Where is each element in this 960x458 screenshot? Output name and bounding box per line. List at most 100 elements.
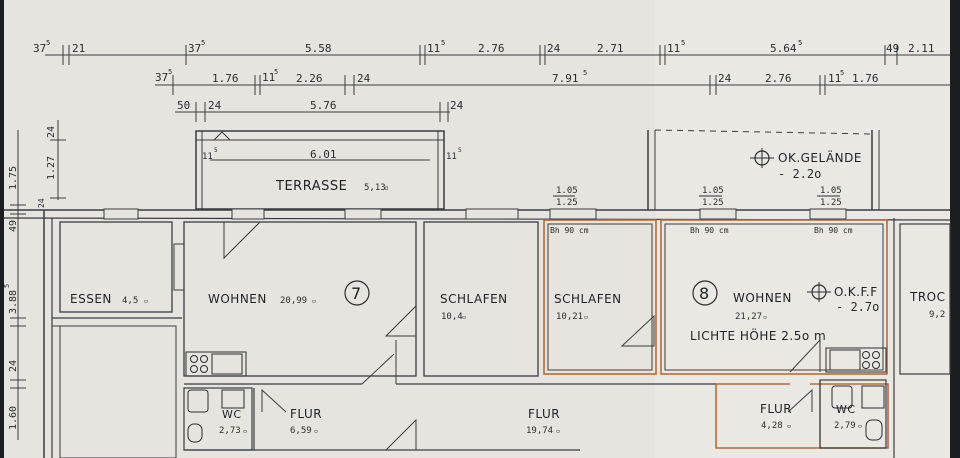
- dim-text: 2.76: [765, 72, 792, 85]
- dim-text: 1.76: [212, 72, 239, 85]
- terrace: 11 5 6.01 11 5 TERRASSE 5,13 ▫: [195, 130, 462, 210]
- dimension-row-3: 50 24 5.76 24: [177, 99, 464, 112]
- dim-text: 3.88: [8, 290, 19, 314]
- room-name-schlafen-7: SCHLAFEN: [440, 292, 508, 306]
- dim-text: 7.91: [552, 72, 579, 85]
- window-dim-bottom: 1.25: [702, 198, 724, 208]
- ground-level-value: - 2.2o: [778, 167, 821, 181]
- terrace-label: TERRASSE: [275, 179, 347, 194]
- dim-text: 24: [357, 72, 371, 85]
- window-sill-height: Bh 90 cm: [814, 226, 853, 235]
- dim-text: 2.76: [478, 42, 505, 55]
- dim-sup: 5: [46, 39, 50, 47]
- dim-text: 24: [718, 72, 732, 85]
- room-name-flur-7a: FLUR: [290, 407, 322, 421]
- terrace-right-dim: 11: [446, 152, 457, 162]
- dim-text: 2.26: [296, 72, 323, 85]
- window-sill-height: Bh 90 cm: [690, 226, 729, 235]
- room-labels: ESSEN 4,5 ▫ WOHNEN 20,99 ▫ SCHLAFEN 10,4…: [70, 290, 946, 436]
- unit-markers: 7 8: [344, 280, 718, 306]
- dim-text: 37: [155, 71, 168, 84]
- area-unit: ▫: [243, 427, 247, 435]
- room-area-flur-7b: 19,74: [526, 426, 553, 436]
- dim-text: 2.71: [597, 42, 624, 55]
- dim-text: 24: [37, 198, 46, 208]
- windows: [103, 208, 847, 220]
- window-dim-top: 1.05: [556, 186, 578, 196]
- dimension-row-2: 37 5 1.76 11 5 2.26 24 7.91 5 24 2.76 11…: [155, 68, 879, 85]
- dim-text: 1.60: [8, 406, 19, 430]
- paper-fold-shade: [655, 0, 950, 458]
- room-area-flur-7a: 6,59: [290, 426, 312, 436]
- window-dim-top: 1.05: [702, 186, 724, 196]
- room-area-schlafen-7: 10,4: [441, 312, 463, 322]
- dim-text: 37: [188, 42, 201, 55]
- room-area-schlafen-8: 10,21: [556, 312, 583, 322]
- dim-text: 11: [667, 42, 680, 55]
- unit-8-walls: [547, 218, 951, 458]
- dim-text: 11: [828, 72, 841, 85]
- room-name-essen: ESSEN: [70, 292, 112, 306]
- area-unit: ▫: [787, 422, 791, 430]
- window-labels: 1.05 1.25 1.05 1.25 1.05 1.25 Bh 90 cm B…: [550, 186, 853, 235]
- room-name-wohnen-7: WOHNEN: [208, 292, 267, 306]
- dim-sup: 5: [168, 68, 172, 76]
- window-dim-top: 1.05: [820, 186, 842, 196]
- ground-level-marker: OK.GELÄNDE - 2.2o: [750, 148, 862, 181]
- area-unit: ▫: [462, 313, 466, 321]
- dim-text: 5.58: [305, 42, 332, 55]
- dim-text: 21: [72, 42, 85, 55]
- toilet-icon: [187, 385, 885, 443]
- room-area-wc-7: 2,73: [219, 426, 241, 436]
- dim-text: 11: [262, 71, 275, 84]
- dim-text: 5.76: [310, 99, 337, 112]
- dim-sup: 5: [201, 39, 205, 47]
- dim-text: 1.76: [852, 72, 879, 85]
- dim-text: 49: [886, 42, 899, 55]
- room-name-wc-8: WC: [836, 403, 856, 416]
- area-unit: ▫: [144, 297, 148, 305]
- room-area-flur-8: 4,28: [761, 421, 783, 431]
- dim-sup: 5: [274, 68, 278, 76]
- dim-text: 50: [177, 99, 190, 112]
- room-name-flur-8: FLUR: [760, 402, 792, 416]
- dim-sup: 5: [798, 39, 802, 47]
- dim-text: 37: [33, 42, 46, 55]
- window-dim-bottom: 1.25: [556, 198, 578, 208]
- room-name-wc-7: WC: [222, 408, 242, 421]
- room-area-troc: 9,2: [929, 310, 945, 320]
- dim-text: 1.27: [46, 156, 57, 180]
- room-name-schlafen-8: SCHLAFEN: [554, 292, 622, 306]
- unit-8-number: 8: [699, 284, 710, 303]
- dim-text: 24: [46, 126, 57, 138]
- dim-text: 5.64: [770, 42, 797, 55]
- dimension-lines: [10, 45, 950, 440]
- dimension-left: 24 1.27 1.75 24 49 3.88 5 24 1.60: [3, 126, 57, 430]
- dim-text: 24: [450, 99, 464, 112]
- dim-text: 49: [8, 220, 19, 232]
- area-unit: ▫: [584, 313, 588, 321]
- balcony-outline: [647, 129, 880, 210]
- room-area-wc-8: 2,79: [834, 421, 856, 431]
- dim-sup: 5: [681, 39, 685, 47]
- room-area-essen: 4,5: [122, 296, 138, 306]
- dim-text: 24: [208, 99, 222, 112]
- room-name-troc: TROC: [909, 290, 946, 304]
- floor-level-label: O.K.F.F: [834, 285, 878, 299]
- area-unit: ▫: [312, 297, 316, 305]
- terrace-width-dim: 6.01: [310, 148, 337, 161]
- area-unit: ▫: [858, 422, 862, 430]
- clear-height-note: LICHTE HÖHE 2.5o m: [690, 327, 826, 343]
- terrace-area: 5,13: [364, 183, 386, 193]
- dim-text: 11: [427, 42, 440, 55]
- floor-level-value: - 2.7o: [836, 300, 879, 314]
- room-name-wohnen-8: WOHNEN: [733, 291, 792, 305]
- ground-level-label: OK.GELÄNDE: [778, 150, 862, 165]
- dim-text: 2.11: [908, 42, 935, 55]
- room-area-wohnen-8: 21,27: [735, 312, 762, 322]
- dim-sup: 5: [441, 39, 445, 47]
- dim-text: 1.75: [8, 166, 19, 190]
- room-name-flur-7b: FLUR: [528, 407, 560, 421]
- terrace-right-sup: 5: [458, 147, 462, 154]
